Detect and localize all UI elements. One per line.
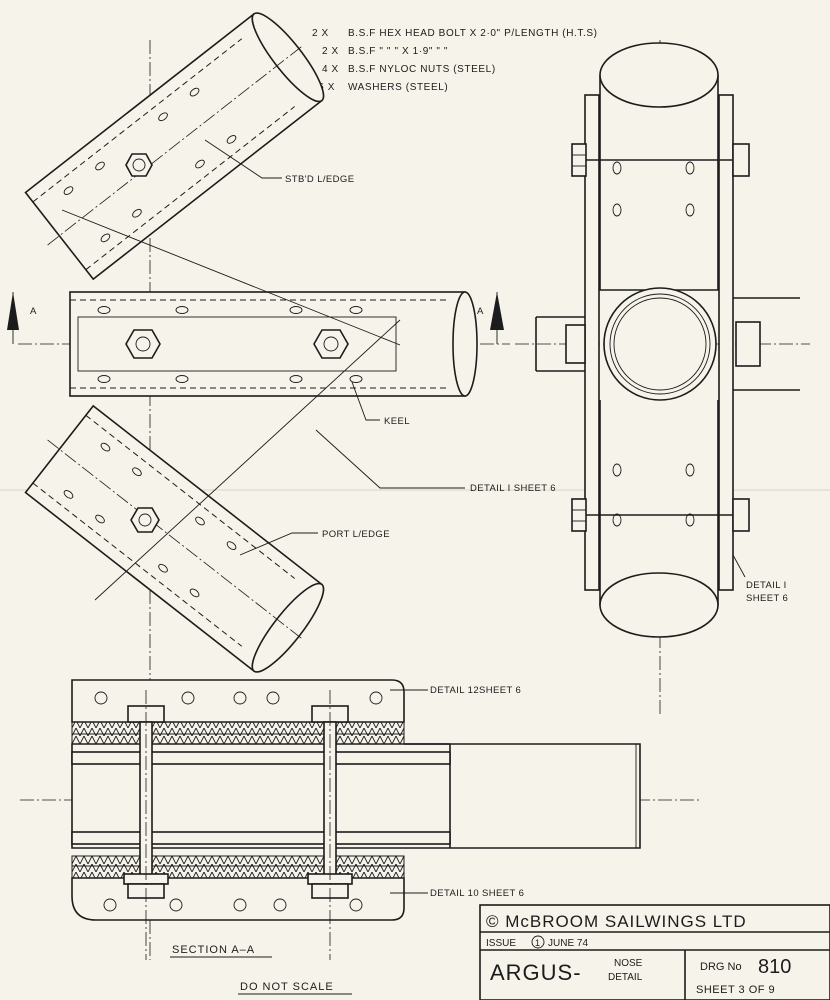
section-bolt-1: [123, 690, 169, 960]
part-name-line1: NOSE: [614, 958, 643, 969]
product-name: ARGUS-: [490, 960, 582, 985]
label-detail1-sheet6-b: DETAIL I: [746, 580, 787, 591]
company-name: © McBROOM SAILWINGS LTD: [486, 912, 747, 931]
svg-text:2 X: 2 X: [322, 46, 339, 57]
end-view: DETAIL I SHEET 6: [515, 40, 810, 715]
parts-notes: 2 X B.S.F HEX HEAD BOLT X 2·0" P/LENGTH …: [312, 28, 598, 93]
port-hex-bolt: [130, 507, 160, 533]
sheet-number: SHEET 3 OF 9: [696, 984, 775, 996]
svg-text:B.S.F " " " X 1·9": B.S.F " " " X 1·9" " ": [348, 46, 448, 57]
svg-text:A: A: [477, 306, 484, 317]
label-detail12: DETAIL 12SHEET 6: [430, 685, 521, 696]
svg-text:B.S.F NYLOC NUTS (STEEL): B.S.F NYLOC NUTS (STEEL): [348, 64, 496, 75]
end-view-lower-tube: [599, 400, 719, 638]
label-detail1-sheet6-a: DETAIL I SHEET 6: [470, 483, 556, 494]
svg-text:16 X: 16 X: [312, 82, 335, 93]
end-view-upper-tube: [599, 42, 719, 291]
note-line-4: 16 X WASHERS (STEEL): [312, 82, 448, 93]
label-stbd-ledge: STB'D L/EDGE: [285, 174, 354, 185]
note-line-2: 2 X B.S.F " " " X 1·9" " ": [322, 46, 448, 57]
svg-text:WASHERS (STEEL): WASHERS (STEEL): [348, 82, 448, 93]
section-title: SECTION A–A: [172, 944, 255, 956]
part-name-line2: DETAIL: [608, 972, 643, 983]
label-detail1-sheet6-b-line2: SHEET 6: [746, 593, 788, 604]
end-view-right-plate: [718, 94, 734, 591]
issue-number: 1: [535, 938, 540, 948]
keel-hex-bolt-2: [313, 329, 349, 359]
note-line-1: 2 X B.S.F HEX HEAD BOLT X 2·0" P/LENGTH …: [312, 28, 598, 39]
stbd-hex-bolt: [125, 153, 153, 177]
drg-label: DRG No: [700, 961, 742, 973]
upper-plate: [71, 679, 405, 723]
end-view-upper-bolt: [571, 143, 750, 177]
issue-label: ISSUE: [486, 938, 516, 949]
label-detail10: DETAIL 10 SHEET 6: [430, 888, 524, 899]
label-keel: KEEL: [384, 416, 410, 427]
do-not-scale: DO NOT SCALE: [240, 981, 334, 993]
section-arrow-left: A: [7, 292, 37, 344]
section-a-a-view: DETAIL 12SHEET 6 DETAIL 10 SHEET 6 SECTI…: [20, 679, 700, 995]
end-view-lower-bolt: [571, 498, 750, 532]
section-bolt-2: [307, 690, 353, 960]
drg-number: 810: [758, 956, 791, 978]
title-block: © McBROOM SAILWINGS LTD ISSUE 1 JUNE 74 …: [479, 904, 830, 1000]
svg-text:B.S.F HEX HEAD BOLT X 2·0" P/L: B.S.F HEX HEAD BOLT X 2·0" P/LENGTH (H.T…: [348, 28, 598, 39]
plan-view: A A STB'D L/EDGE KEEL DETAIL I SHEET 6 P…: [7, 12, 556, 960]
svg-text:4 X: 4 X: [322, 64, 339, 75]
port-leading-edge-tube: [24, 404, 325, 673]
svg-text:A: A: [30, 306, 37, 317]
end-view-keel-ring: [603, 287, 717, 401]
stbd-leading-edge-tube: [24, 12, 325, 281]
keel-hex-bolt-1: [125, 329, 161, 359]
issue-date: JUNE 74: [548, 938, 588, 949]
section-arrow-right: A: [477, 292, 504, 344]
note-line-3: 4 X B.S.F NYLOC NUTS (STEEL): [322, 64, 496, 75]
svg-text:2 X: 2 X: [312, 28, 329, 39]
label-port-ledge: PORT L/EDGE: [322, 529, 390, 540]
